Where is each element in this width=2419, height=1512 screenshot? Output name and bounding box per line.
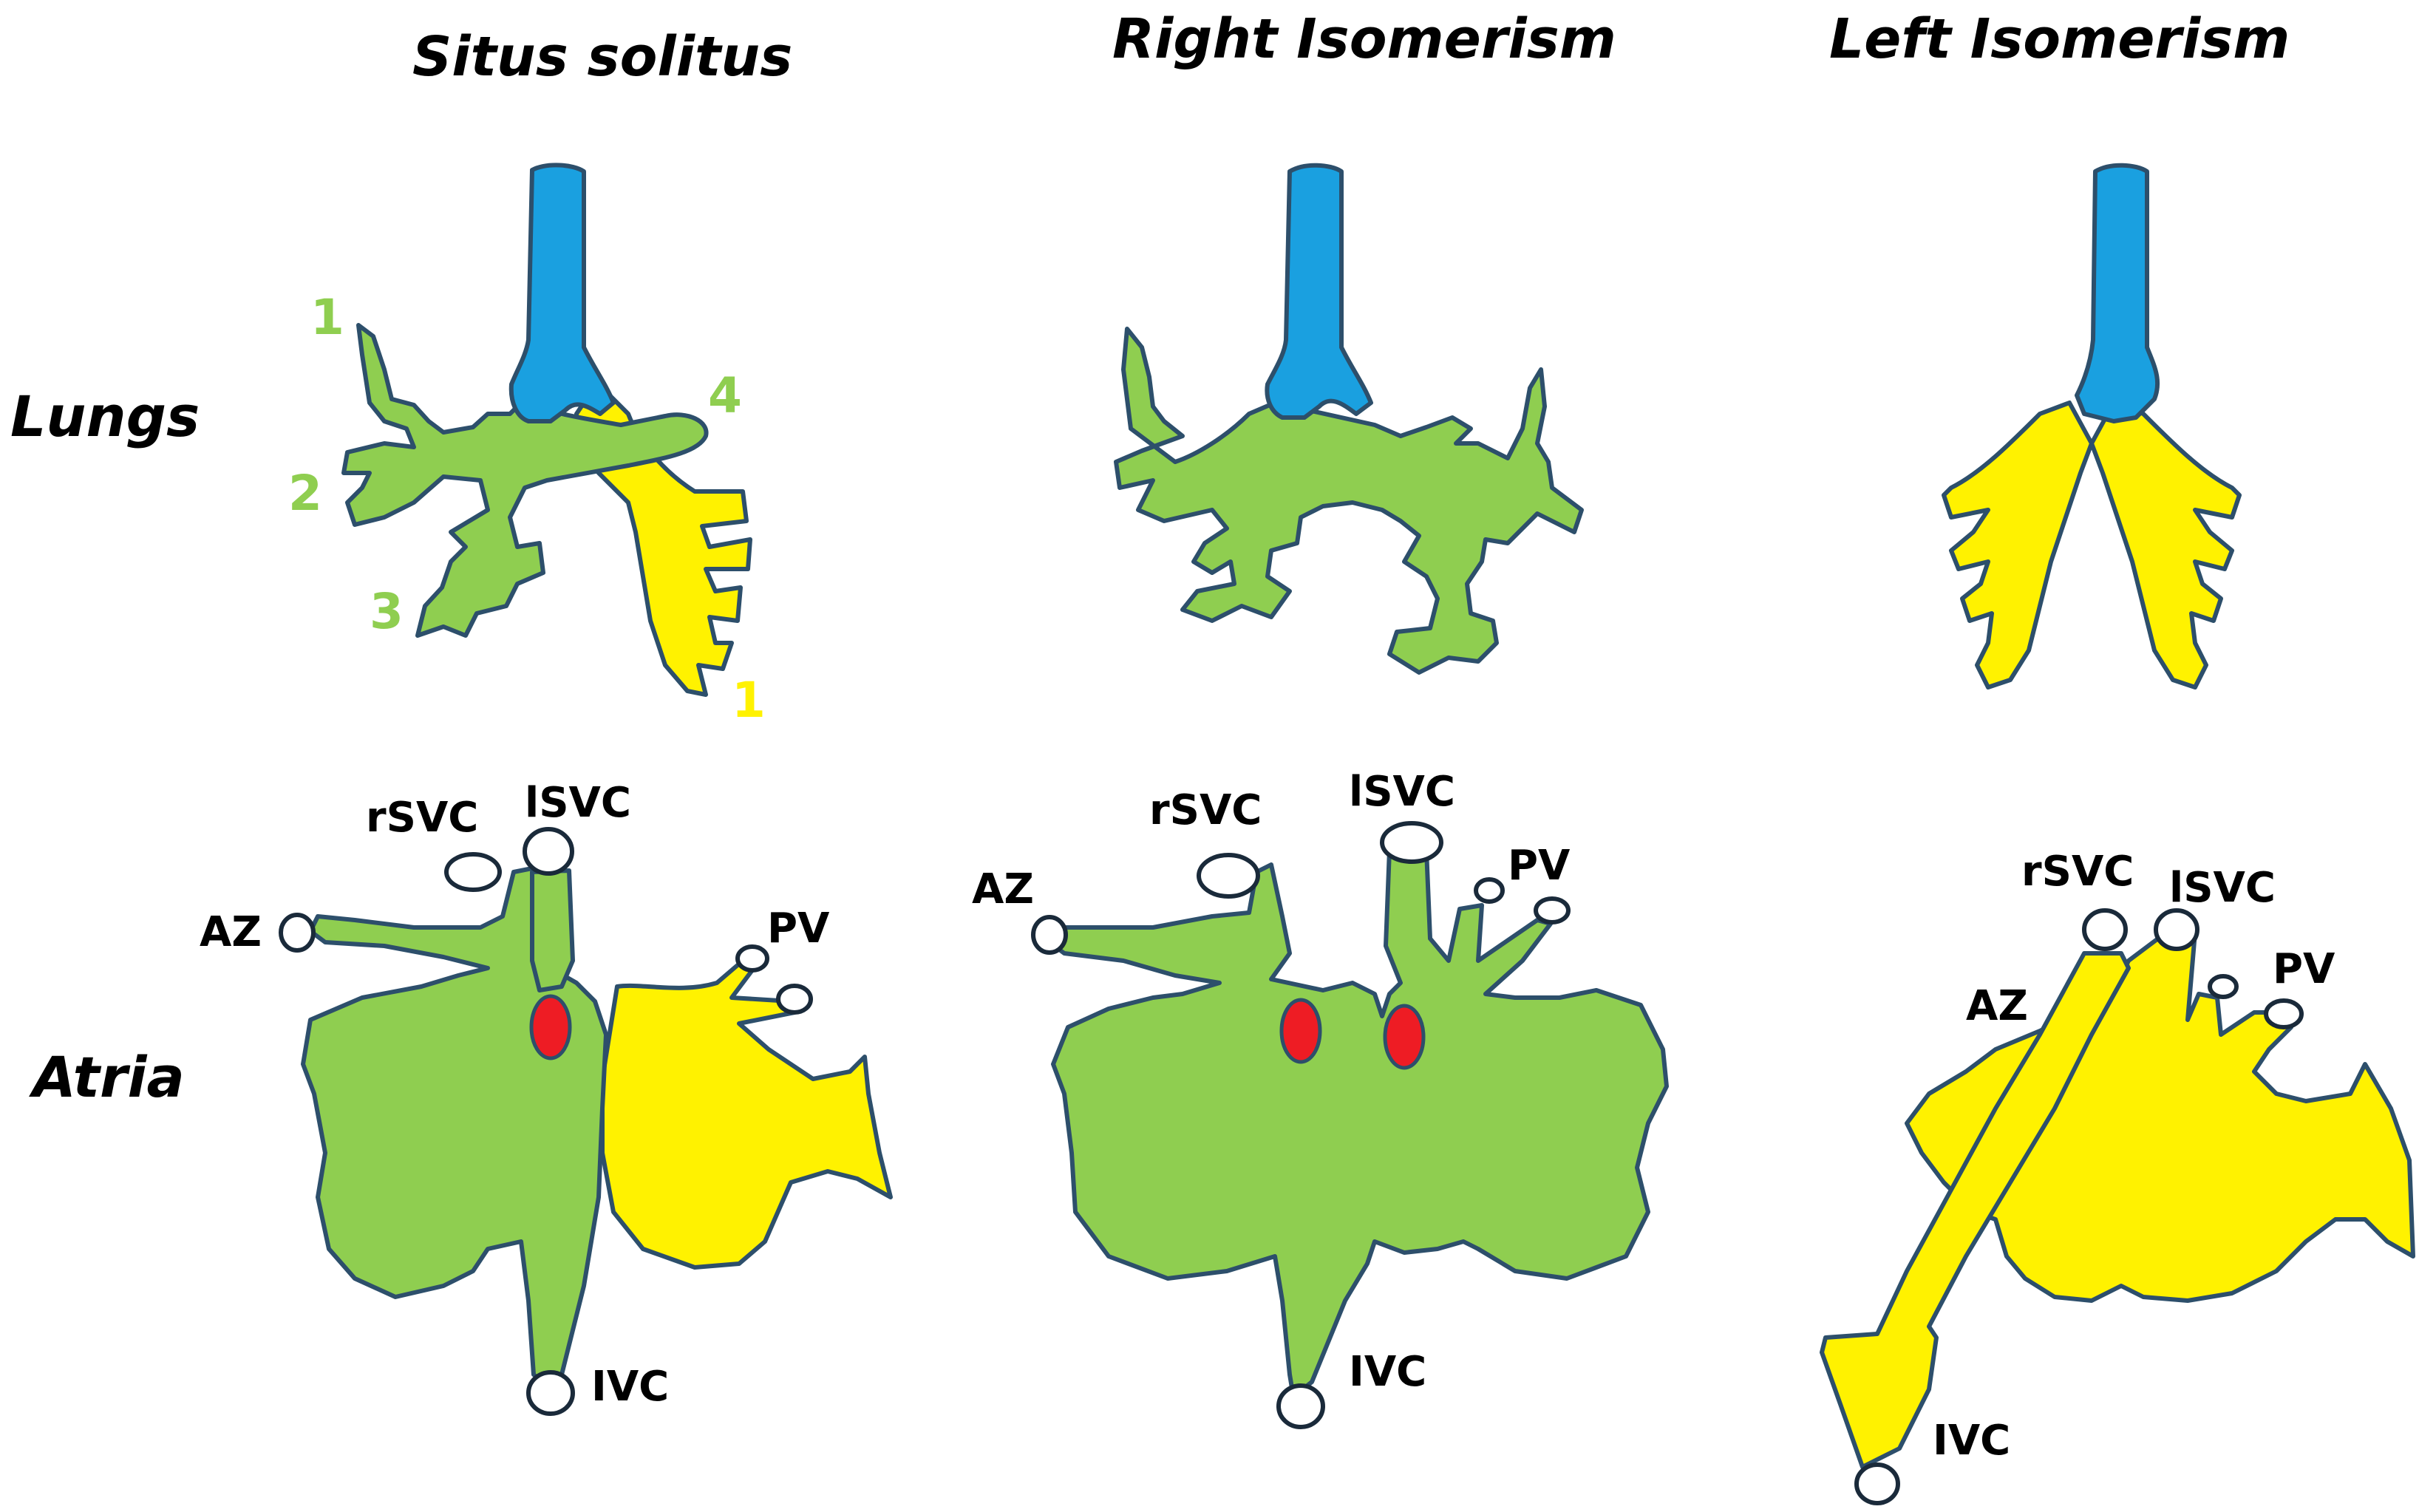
svc-channel (530, 868, 575, 992)
label-pv: PV (767, 905, 830, 953)
label-lsvc: lSVC (525, 779, 631, 827)
row-label-atria: Atria (29, 1044, 185, 1110)
right-isomerism-label-az: AZ (972, 865, 1034, 913)
right-isomerism-atria-green (1047, 848, 1669, 1399)
atria-situs-solitus: AZ rSVC lSVC PV IVC (200, 779, 893, 1416)
right-isomerism-label-lsvc: lSVC (1349, 768, 1455, 816)
left-isomerism-pv-opening-1 (2208, 974, 2239, 999)
right-bronchial-tree-green (341, 323, 709, 638)
trachea-blue (508, 163, 616, 423)
atria-left-isomerism: rSVC lSVC AZ PV IVC (1820, 848, 2415, 1505)
left-isomerism-label-ivc: IVC (1933, 1417, 2010, 1465)
left-isomerism-pv-opening-2 (2264, 998, 2304, 1029)
left-isomerism-label-pv: PV (2273, 945, 2335, 993)
right-isomerism-rsvc-opening (1197, 853, 1260, 899)
lobe-number-green-3: 3 (370, 583, 404, 640)
title-right-isomerism: Right Isomerism (1112, 7, 1616, 71)
left-atrium-yellow (600, 958, 893, 1270)
right-isomerism-ivc-opening (1276, 1383, 1325, 1429)
pv-opening-1 (735, 944, 769, 973)
row-label-lungs: Lungs (10, 384, 200, 449)
pv-opening-2 (776, 984, 813, 1015)
right-isomerism-az-opening (1031, 915, 1068, 955)
title-left-isomerism: Left Isomerism (1829, 7, 2290, 71)
lungs-situs-solitus: 1 2 3 4 1 (288, 163, 766, 729)
right-isomerism-lsvc-opening (1380, 821, 1443, 864)
lobe-number-green-1: 1 (310, 289, 344, 346)
left-isomerism-label-az: AZ (1966, 982, 2028, 1030)
rsvc-opening (444, 852, 502, 892)
right-isomerism-label-pv: PV (1508, 842, 1571, 890)
lobe-number-green-2: 2 (288, 465, 322, 522)
lsvc-opening (523, 827, 574, 876)
left-isomerism-ivc-opening (1854, 1462, 1900, 1505)
lobe-number-yellow-1: 1 (732, 672, 766, 729)
left-isomerism-left-bronchus (1942, 401, 2094, 689)
atria-right-isomerism: AZ rSVC lSVC PV IVC (972, 768, 1669, 1429)
az-opening (279, 913, 316, 953)
right-isomerism-foramen-1 (1279, 998, 1322, 1064)
ivc-opening (526, 1370, 575, 1416)
title-situs-solitus: Situs solitus (412, 25, 792, 89)
right-isomerism-label-ivc: IVC (1349, 1348, 1426, 1396)
left-isomerism-label-rsvc: rSVC (2021, 848, 2134, 896)
right-isomerism-trachea (1265, 163, 1373, 420)
label-ivc: IVC (591, 1363, 669, 1411)
lungs-right-isomerism (1114, 163, 1584, 675)
left-isomerism-rsvc-opening (2082, 908, 2128, 951)
right-isomerism-foramen-2 (1383, 1004, 1426, 1070)
label-rsvc: rSVC (366, 794, 478, 842)
left-isomerism-trachea (2075, 163, 2160, 423)
right-isomerism-pv-opening-2 (1534, 896, 1571, 924)
left-isomerism-lsvc-opening (2154, 908, 2199, 951)
foramen-red (529, 994, 572, 1060)
right-isomerism-label-rsvc: rSVC (1149, 786, 1262, 834)
left-isomerism-label-lsvc: lSVC (2169, 864, 2276, 912)
label-az: AZ (200, 908, 262, 956)
right-isomerism-pv-opening-1 (1474, 877, 1505, 904)
left-isomerism-right-bronchus (2089, 401, 2242, 689)
lobe-number-green-4: 4 (708, 367, 742, 424)
left-isomerism-azygos-conduit (1820, 951, 2131, 1469)
lungs-left-isomerism (1942, 163, 2242, 689)
right-isomerism-bronchial-tree (1114, 327, 1584, 675)
